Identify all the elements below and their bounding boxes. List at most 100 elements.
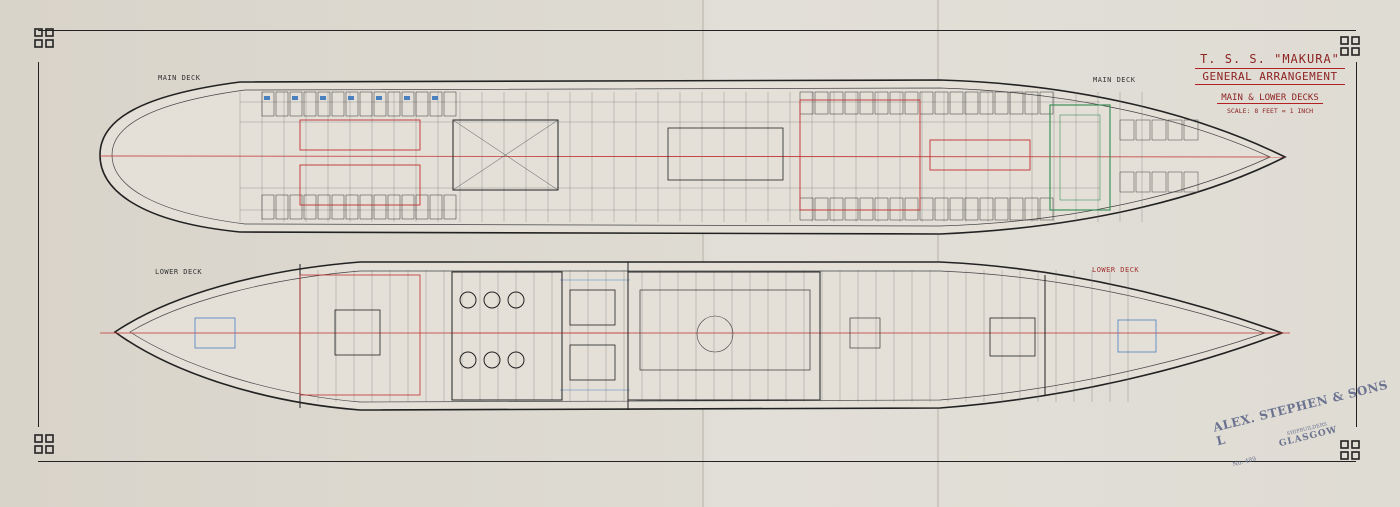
cabin [829,91,844,115]
cylinder [483,291,501,309]
cabin [401,194,415,220]
cabin [1135,119,1151,141]
drawing-frame-right [1356,62,1357,427]
hold-hatch [849,317,881,349]
cabin [979,197,994,221]
cabin [1167,171,1183,193]
berth-mark [404,96,410,100]
cabin [1167,119,1183,141]
cabin [289,91,303,117]
cargo-hatch [667,127,784,181]
cabin [345,91,359,117]
vessel-name: T. S. S. "MAKURA" [1200,52,1340,66]
cabin [814,91,829,115]
cabin [829,197,844,221]
cabin [373,91,387,117]
boiler [569,344,616,381]
cabin [1151,119,1167,141]
red-compartment [299,274,421,396]
cabin [1151,171,1167,193]
cabin [387,91,401,117]
red-compartment [929,139,1031,171]
main-deck-rooms [261,91,1199,221]
main-deck-centerline [99,155,1286,158]
cabin [889,91,904,115]
cabin [345,194,359,220]
drawing-title: GENERAL ARRANGEMENT [1195,68,1345,85]
red-compartment [299,119,421,151]
boiler-casing [627,271,821,401]
lower-deck-plan [100,261,1290,411]
cabin [275,91,289,117]
hold-hatch [334,309,381,356]
cabin [387,194,401,220]
cabin [303,194,317,220]
boiler [569,289,616,326]
main-deck-plan [99,79,1287,235]
cabin [289,194,303,220]
cabin [934,91,949,115]
cabin [874,197,889,221]
engine-room [451,271,563,401]
corner-ornament-icon [34,434,54,454]
cabin [429,91,443,117]
cabin [844,91,859,115]
paper-fold [702,0,704,507]
green-compartment [1059,114,1101,201]
cabin [979,91,994,115]
cabin [359,194,373,220]
cylinder [459,291,477,309]
main-deck-label-right: MAIN DECK [1093,76,1136,84]
title-block: T. S. S. "MAKURA" GENERAL ARRANGEMENT MA… [1195,52,1345,115]
boiler-block [639,289,811,371]
red-compartment [799,99,921,211]
cabin [317,91,331,117]
cylinder [483,351,501,369]
cabin [844,197,859,221]
paper-fold [937,0,939,507]
cabin [401,91,415,117]
cabin [859,91,874,115]
cylinder [459,351,477,369]
boiler-circle [696,315,734,353]
main-deck-frames [239,92,1143,222]
berth-mark [264,96,270,100]
hold-hatch [1117,319,1157,353]
cabin [415,91,429,117]
cabin [1039,91,1054,115]
berth-mark [376,96,382,100]
corner-ornament-icon [34,28,54,48]
cabin [964,197,979,221]
cabin [949,197,964,221]
cabin [889,197,904,221]
green-compartment [1049,104,1111,211]
cabin [949,91,964,115]
cabin [261,91,275,117]
cabin [1009,91,1024,115]
cabin [303,91,317,117]
cabin [1119,171,1135,193]
engine-machinery [452,289,628,381]
cabin [1135,171,1151,193]
cylinder [507,351,525,369]
lower-deck-label: LOWER DECK [155,268,203,276]
cylinder [507,291,525,309]
cabin [261,194,275,220]
cabin [443,194,457,220]
cabin [1039,197,1054,221]
corner-ornament-icon [1340,440,1360,460]
cabin [1119,119,1135,141]
berth-mark [348,96,354,100]
lower-deck-hull-outline [113,261,1285,411]
hold-hatch [989,317,1036,357]
cabin [1009,197,1024,221]
cabin [331,194,345,220]
cabin [874,91,889,115]
cabin [1024,197,1039,221]
cabin [1183,171,1199,193]
cabin [814,197,829,221]
cabin [1024,91,1039,115]
berth-mark [320,96,326,100]
cabin [429,194,443,220]
